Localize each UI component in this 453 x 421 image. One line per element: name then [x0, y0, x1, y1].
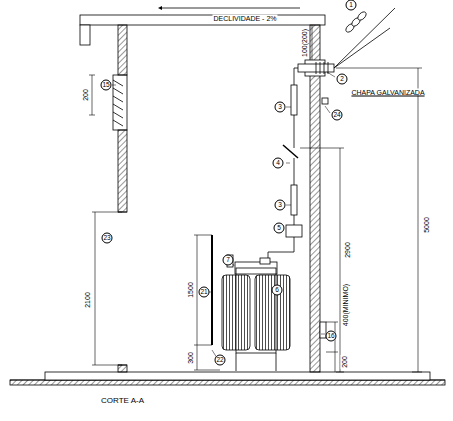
dimension-label: 300: [187, 351, 194, 365]
callout-number: 3: [275, 102, 286, 113]
left-wall: [118, 25, 127, 75]
note-label: CHAPA GALVANIZADA: [350, 89, 425, 96]
floor-slab: [45, 372, 430, 380]
wall-bushing: [298, 62, 334, 74]
transformer: [222, 255, 290, 371]
callout-number: 5: [274, 223, 285, 234]
callout-number: 6: [272, 285, 283, 296]
dimension-label: 200: [341, 355, 348, 369]
callout-number: 2: [337, 74, 348, 85]
dimension-label: 200: [82, 88, 89, 102]
callout-number: 7: [223, 255, 234, 266]
dimension-label: 100(200): [301, 28, 308, 58]
callout-number: 15: [101, 80, 112, 91]
right-wall: [310, 25, 320, 372]
roof-slab: [80, 15, 325, 25]
callout-number: 16: [326, 331, 337, 342]
dimension-label: 5000: [423, 216, 430, 234]
note-label: DECLIVIDADE - 2%: [212, 15, 277, 22]
dimension-label: 2100: [84, 291, 91, 309]
callout-number: 21: [199, 287, 210, 298]
line-insulator: [334, 8, 395, 68]
section-caption: CORTE A-A: [100, 397, 145, 405]
callout-number: 4: [273, 158, 284, 169]
callout-number: 24: [332, 110, 343, 121]
callout-number: 22: [215, 355, 226, 366]
louver: [113, 75, 127, 130]
dimension-label: 400(MINIMO): [342, 283, 349, 327]
callout-number: 23: [102, 233, 113, 244]
dimension-label: 1500: [187, 281, 194, 299]
busbar: [268, 68, 328, 262]
callout-number: 3: [275, 200, 286, 211]
dimension-label: 2900: [344, 241, 351, 259]
ground: [10, 380, 445, 385]
leader-lines: [112, 72, 335, 358]
dimension-lines: [89, 25, 422, 372]
protective-screen: [211, 235, 213, 345]
callout-number: 1: [346, 0, 357, 11]
